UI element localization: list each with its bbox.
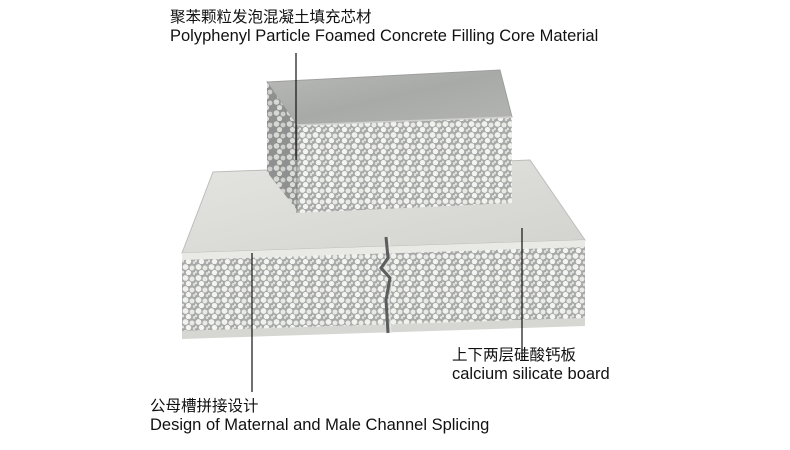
label-board-zh: 上下两层硅酸钙板 <box>452 346 577 364</box>
label-core-en: Polyphenyl Particle Foamed Concrete Fill… <box>170 27 599 45</box>
bottom-board-base-edge <box>182 318 585 339</box>
leader-lines <box>251 53 523 392</box>
label-core-material: 聚苯颗粒发泡混凝土填充芯材 Polyphenyl Particle Foamed… <box>170 8 598 46</box>
bottom-board-front-edge <box>182 240 585 260</box>
top-block-top-face <box>266 69 513 126</box>
label-calcium-silicate-board: 上下两层硅酸钙板 calcium silicate board <box>452 346 610 384</box>
label-splice-zh: 公母槽拼接设计 <box>150 397 259 415</box>
bottom-foam-core <box>182 247 585 331</box>
label-core-zh: 聚苯颗粒发泡混凝土填充芯材 <box>170 8 372 26</box>
label-splice-en: Design of Maternal and Male Channel Spli… <box>150 416 490 434</box>
top-block-front-face <box>297 117 512 213</box>
top-core-block <box>266 69 513 213</box>
splice-joint <box>379 236 392 334</box>
top-block-left-side <box>267 82 297 210</box>
label-channel-splicing: 公母槽拼接设计 Design of Maternal and Male Chan… <box>150 397 489 435</box>
label-board-en: calcium silicate board <box>452 365 610 383</box>
